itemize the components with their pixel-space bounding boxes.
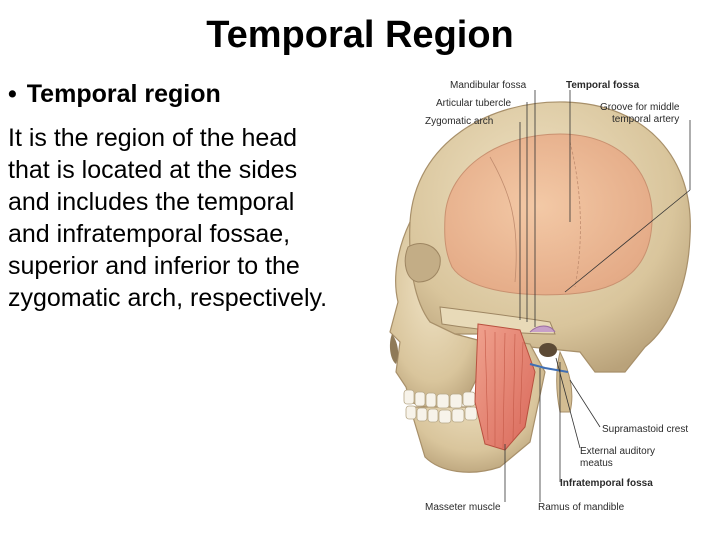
label-zygomatic-arch: Zygomatic arch [425, 116, 494, 127]
label-external-auditory: External auditory [580, 446, 656, 457]
articular-area [529, 325, 556, 333]
label-groove-artery: temporal artery [612, 114, 680, 125]
label-ramus-mandible: Ramus of mandible [538, 502, 625, 513]
label-masseter-muscle: Masseter muscle [425, 502, 501, 513]
leader-lines [504, 90, 691, 502]
slide-title: Temporal Region [206, 14, 514, 56]
suture-line [489, 156, 517, 283]
body-line: zygomatic arch, respectively. [8, 284, 328, 312]
body-line: and includes the temporal [8, 188, 295, 216]
label-meatus: meatus [580, 458, 613, 469]
label-articular-tubercle: Articular tubercle [436, 98, 512, 109]
label-infratemporal-fossa: Infratemporal fossa [560, 478, 653, 489]
skull-figure: Mandibular fossa Articular tubercle Zygo… [370, 72, 720, 522]
body-line: It is the region of the head [8, 124, 298, 152]
bullet-heading: • Temporal region [8, 80, 221, 109]
mastoid-shape [556, 350, 573, 413]
orbit-shape [404, 243, 441, 283]
lower-teeth [405, 405, 478, 424]
body-paragraph: It is the region of the head that is loc… [8, 122, 408, 314]
skull-illustration [389, 90, 691, 502]
nasal-aperture [389, 334, 399, 364]
label-temporal-fossa: Temporal fossa [566, 80, 640, 91]
suture-line [569, 141, 581, 288]
bullet-dot-icon: • [8, 80, 17, 108]
upper-teeth [403, 389, 476, 409]
zygomatic-arch-shape [439, 306, 556, 335]
body-line: superior and inferior to the [8, 252, 300, 280]
label-mandibular-fossa: Mandibular fossa [450, 80, 527, 91]
body-line: that is located at the sides [8, 156, 298, 184]
muscle-fibers [484, 329, 524, 449]
temporal-fossa-shape [444, 133, 653, 296]
label-groove-middle: Groove for middle [600, 102, 680, 113]
external-auditory-meatus-shape [539, 343, 557, 357]
body-line: and infratemporal fossae, [8, 220, 291, 248]
label-supramastoid-crest: Supramastoid crest [602, 424, 689, 435]
bullet-text: Temporal region [26, 80, 221, 108]
